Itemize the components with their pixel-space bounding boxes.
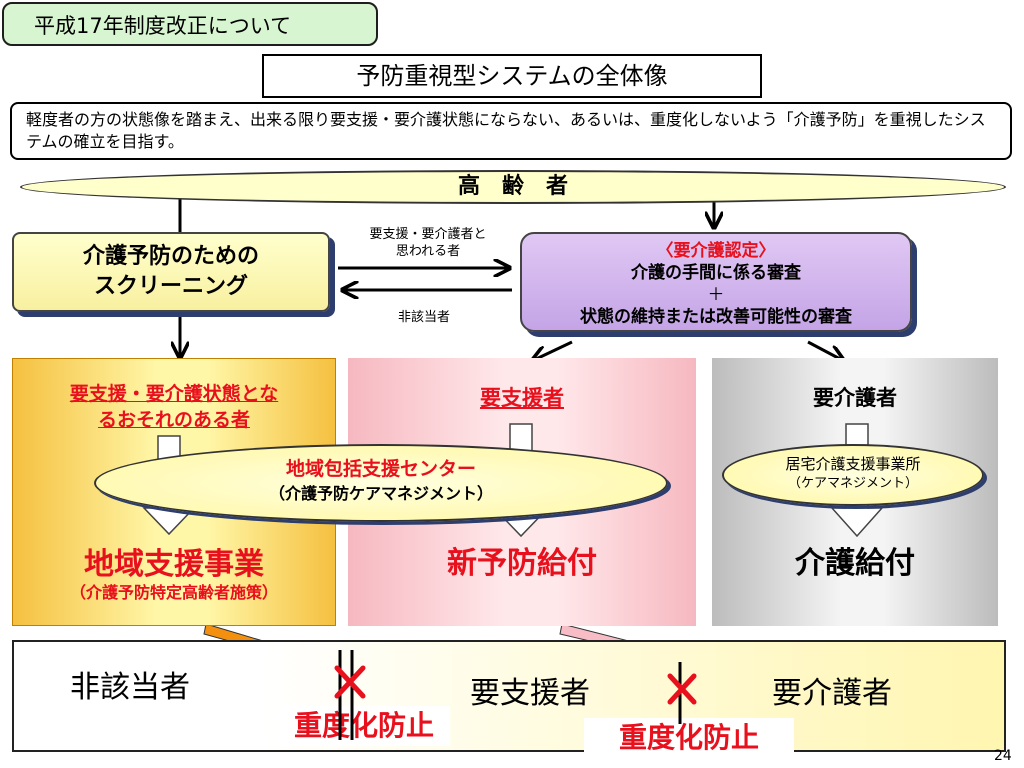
center-line2: （介護予防ケアマネジメント） bbox=[268, 484, 493, 503]
col3-service: 介護給付 bbox=[795, 546, 915, 581]
col1-title-line2: るおそれのある者 bbox=[97, 409, 250, 431]
stage-support: 要支援者 bbox=[470, 676, 590, 711]
elderly-label: 高 齢 者 bbox=[457, 174, 568, 199]
to-cert-label: 要支援・要介護者と 思われる者 bbox=[348, 226, 508, 260]
certification-box: 〈要介護認定〉 介護の手間に係る審査 ＋ 状態の維持または改善可能性の審査 bbox=[520, 232, 912, 332]
screening-line1: 介護予防のための bbox=[82, 244, 259, 269]
section-tag: 平成17年制度改正について bbox=[2, 2, 378, 46]
col2-service: 新予防給付 bbox=[447, 546, 597, 581]
stage-care: 要介護者 bbox=[772, 676, 892, 711]
screening-box: 介護予防のための スクリーニング bbox=[12, 232, 330, 312]
prevent-label-2: 重度化防止 bbox=[584, 718, 794, 758]
office-line1: 居宅介護支援事業所 bbox=[785, 455, 921, 473]
stage-not-applicable: 非該当者 bbox=[70, 670, 190, 705]
prevent-label-1: 重度化防止 bbox=[278, 706, 450, 746]
care-office-ellipse: 居宅介護支援事業所 （ケアマネジメント） bbox=[722, 444, 984, 506]
intro-text: 軽度者の方の状態像を踏まえ、出来る限り要支援・要介護状態にならない、あるいは、重… bbox=[10, 102, 1012, 160]
page-number: 24 bbox=[994, 748, 1012, 764]
col3-title: 要介護者 bbox=[813, 386, 897, 410]
col2-title: 要支援者 bbox=[480, 386, 564, 410]
screening-line2: スクリーニング bbox=[93, 274, 248, 299]
certification-plus: ＋ bbox=[707, 285, 725, 305]
col1-service-sub: （介護予防特定高齢者施策） bbox=[69, 583, 278, 602]
office-line2: （ケアマネジメント） bbox=[787, 476, 918, 491]
certification-title: 〈要介護認定〉 bbox=[656, 241, 776, 261]
not-applicable-label: 非該当者 bbox=[398, 310, 451, 325]
col1-title-line1: 要支援・要介護状態とな bbox=[69, 383, 279, 405]
elderly-ellipse: 高 齢 者 bbox=[20, 170, 1006, 204]
col1-service: 地域支援事業 bbox=[84, 547, 264, 582]
to-cert-label-line1: 要支援・要介護者と bbox=[369, 227, 487, 242]
progression-strip bbox=[12, 640, 1006, 752]
diagram-title: 予防重視型システムの全体像 bbox=[262, 54, 762, 98]
to-cert-label-line2: 思われる者 bbox=[395, 244, 461, 259]
certification-line2: 状態の維持または改善可能性の審査 bbox=[580, 307, 852, 327]
certification-line1: 介護の手間に係る審査 bbox=[631, 263, 801, 283]
cert-to-care-arrow bbox=[807, 340, 842, 360]
cert-to-support-arrow bbox=[534, 340, 573, 360]
community-center-ellipse: 地域包括支援センター （介護予防ケアマネジメント） bbox=[94, 444, 668, 522]
center-line1: 地域包括支援センター bbox=[285, 458, 476, 480]
